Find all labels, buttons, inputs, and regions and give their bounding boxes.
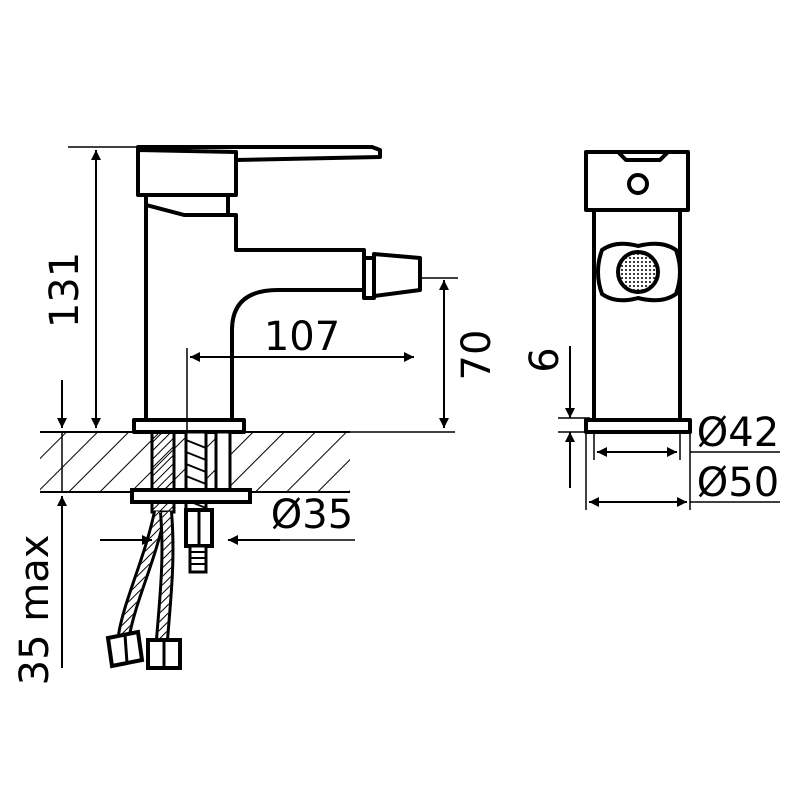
handle-hole (627, 173, 649, 195)
dimension-spout-reach-label: 107 (264, 314, 340, 360)
dimension-base-step-label: 6 (522, 347, 568, 372)
front-view: 6 Ø42 Ø50 (522, 150, 780, 510)
countertop-section (40, 431, 455, 493)
dimension-height-label: 131 (42, 252, 88, 328)
dimension-mount-hole: Ø35 (100, 492, 355, 545)
mounting-hardware (105, 430, 252, 670)
base-plate (132, 418, 246, 434)
side-view: 131 107 70 Ø35 35 max (12, 145, 500, 686)
dimension-counter-thickness-label: 35 max (12, 535, 58, 686)
dimension-base-diameter: Ø50 (585, 432, 780, 510)
dimension-base-diameter-label: Ø50 (697, 460, 779, 506)
mounting-bracket (130, 488, 252, 504)
dimension-spout-reach: 107 (186, 314, 414, 432)
mixer-body (132, 145, 422, 434)
dimension-height: 131 (42, 146, 138, 428)
dimension-spout-height-label: 70 (454, 330, 500, 381)
nozzle-aerator (596, 241, 682, 303)
dimension-body-diameter: Ø42 (593, 410, 780, 460)
dimension-body-diameter-label: Ø42 (697, 410, 779, 456)
front-base (584, 418, 692, 434)
dimension-counter-thickness: 35 max (12, 380, 67, 686)
dimension-base-step: 6 (522, 346, 590, 488)
dimension-mount-hole-label: Ø35 (271, 492, 353, 538)
dimension-spout-height: 70 (420, 277, 500, 428)
spout-body (144, 203, 366, 422)
